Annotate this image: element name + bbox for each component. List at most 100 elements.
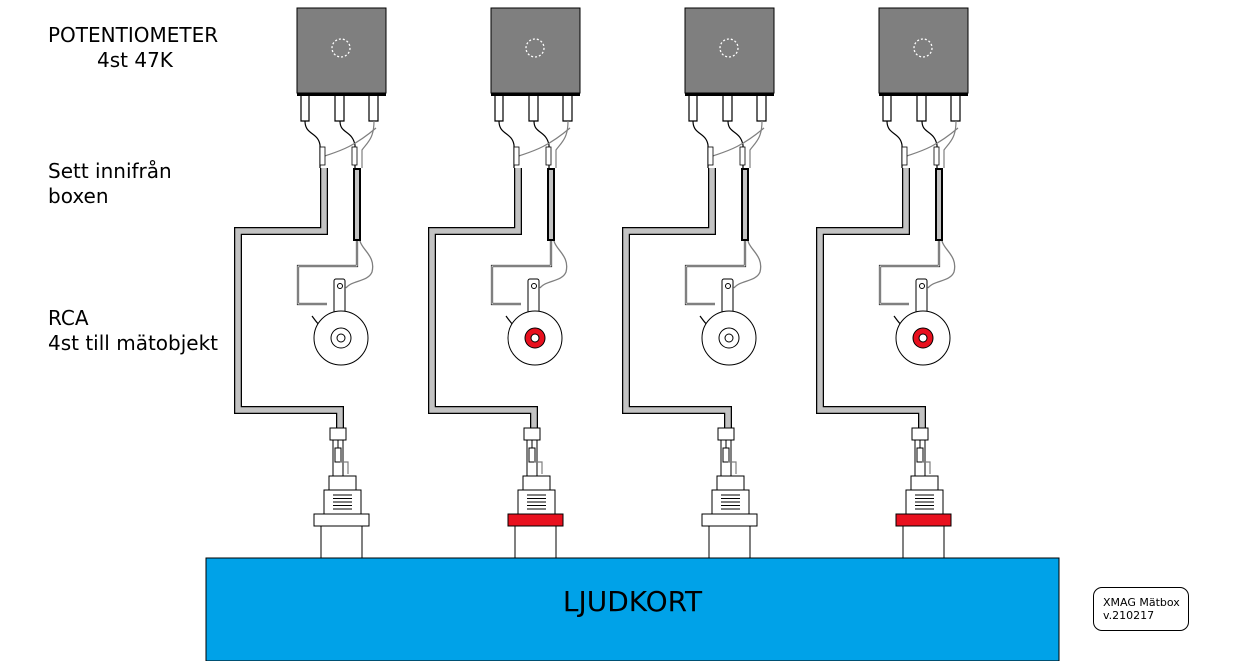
pin-3 [368,96,379,122]
soundcard-board [205,557,1060,661]
potentiometer-base [879,93,968,96]
potentiometer-shaft-icon [331,38,351,58]
plug-barrel [320,525,363,559]
sleeve-1 [901,146,908,166]
cable-to-soundcard [817,168,925,428]
pin-1 [882,96,892,122]
plug-cable-clamp [911,427,929,441]
cable-to-rca [355,170,359,239]
wire-rca-outline [878,241,941,306]
potentiometer-shaft-icon [913,38,933,58]
wire-pin1 [498,120,515,168]
pin-3 [562,96,573,122]
potentiometer-base [297,93,386,96]
plug-cable-clamp [523,427,541,441]
rca-count-label: 4st till mätobjekt [48,331,219,355]
wire-pin1 [886,120,903,168]
plug-collar [313,513,370,527]
plug-terminal-block [328,475,357,491]
wire-rca-signal [491,241,552,305]
sleeve-2 [351,146,358,166]
wire-rca-ground [927,240,956,289]
potentiometer-shaft-icon [525,38,545,58]
cable-to-soundcard [623,168,731,428]
potentiometer-base [685,93,774,96]
wire-pin2 [921,120,938,168]
inside-view-label-2: boxen [48,184,109,208]
plug-terminal-block [522,475,551,491]
plug-terminal-block [716,475,745,491]
rca-tab-hole [919,283,925,289]
cable-to-rca [549,170,553,239]
potentiometer-shaft-icon [719,38,739,58]
plug-cable-clamp [717,427,735,441]
rca-label: RCA [48,306,89,330]
potentiometer-base [491,93,580,96]
channel-2 [428,7,581,559]
plug-cable-clamp [329,427,347,441]
pin-2 [528,96,539,122]
cable-to-soundcard [235,168,343,428]
wire-pin2 [533,120,550,168]
plug-solder-tag [722,447,730,463]
plug-barrel [902,525,945,559]
sleeve-1 [513,146,520,166]
potentiometer-body [878,7,969,94]
wire-pin3 [943,120,957,168]
wire-pin1 [692,120,709,168]
potentiometer-label: POTENTIOMETER [48,23,219,47]
plug-barrel [514,525,557,559]
badge-version: v.210217 [1103,609,1155,622]
wire-pin3 [361,120,375,168]
potentiometer-count-label: 4st 47K [97,48,173,72]
rca-center-pin [724,333,734,343]
wire-pin2 [339,120,356,168]
sleeve-1 [319,146,326,166]
pin-2 [722,96,733,122]
pin-1 [494,96,504,122]
pin-3 [950,96,961,122]
plug-solder-tag [528,447,536,463]
pin-1 [300,96,310,122]
rca-center-pin [530,333,540,343]
wire-pin1 [304,120,321,168]
wire-rca-outline [296,241,359,306]
wire-rca-signal [879,241,940,305]
cable-to-rca [937,170,941,239]
badge-title: XMAG Mätbox [1103,596,1180,609]
pin-2 [916,96,927,122]
rca-center-pin [336,333,346,343]
wire-rca-outline [490,241,553,306]
wire-rca-outline [684,241,747,306]
plug-collar [507,513,564,527]
sleeve-2 [933,146,940,166]
wire-pin2 [727,120,744,168]
plug-body [905,489,944,515]
potentiometer-body [490,7,581,94]
wire-rca-ground [539,240,568,289]
version-badge: XMAG Mätbox v.210217 [1093,587,1189,631]
sleeve-2 [739,146,746,166]
plug-solder-tag [916,447,924,463]
plug-ground-wire [534,461,543,474]
pin-1 [688,96,698,122]
plug-ground-wire [340,461,349,474]
pin-2 [334,96,345,122]
plug-terminal-block [910,475,939,491]
sleeve-2 [545,146,552,166]
pin-3 [756,96,767,122]
wire-rca-ground [345,240,374,289]
cable-to-rca [743,170,747,239]
soundcard-label: LJUDKORT [562,585,703,618]
plug-barrel [708,525,751,559]
rca-tab-hole [725,283,731,289]
rca-center-pin [918,333,928,343]
potentiometer-body [684,7,775,94]
sleeve-1 [707,146,714,166]
channel-1 [234,7,387,559]
plug-ground-wire [728,461,737,474]
wire-rca-signal [685,241,746,305]
wire-pin3 [555,120,569,168]
potentiometer-body [296,7,387,94]
